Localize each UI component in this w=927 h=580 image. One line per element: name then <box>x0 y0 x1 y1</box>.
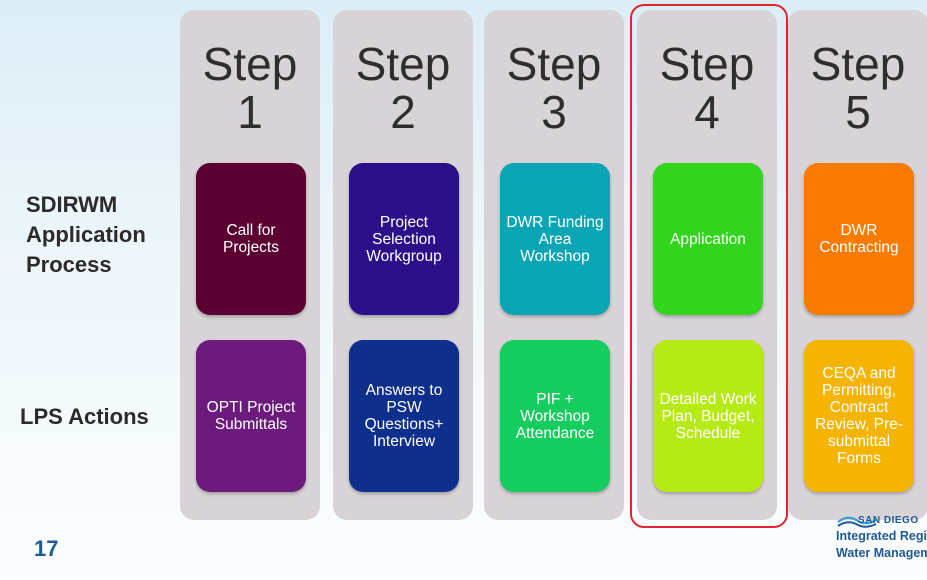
step-2-action-box: Answers to PSW Questions+ Interview <box>349 340 459 492</box>
box-label: Application <box>670 230 746 248</box>
box-label: Call for Projects <box>223 222 279 256</box>
logo-line-2: Water Management <box>836 546 927 560</box>
box-label: Project Selection Workgroup <box>366 213 442 265</box>
step-3-column: Step 3 DWR Funding Area Workshop PIF + W… <box>484 10 624 520</box>
step-word: Step <box>202 38 298 90</box>
step-number: 2 <box>390 86 416 138</box>
row-label-application-process: SDIRWM Application Process <box>26 192 146 277</box>
step-word: Step <box>506 38 602 90</box>
step-word: Step <box>355 38 451 90</box>
step-4-title: Step 4 <box>637 40 777 136</box>
box-label: Detailed Work Plan, Budget, Schedule <box>659 390 757 442</box>
step-2-process-box: Project Selection Workgroup <box>349 163 459 315</box>
box-label: DWR Contracting <box>819 222 899 256</box>
box-label: PIF + Workshop Attendance <box>515 390 595 442</box>
step-2-column: Step 2 Project Selection Workgroup Answe… <box>333 10 473 520</box>
step-4-column: Step 4 Application Detailed Work Plan, B… <box>637 10 777 520</box>
step-5-process-box: DWR Contracting <box>804 163 914 315</box>
box-label: OPTI Project Submittals <box>206 399 296 433</box>
step-4-process-box: Application <box>653 163 763 315</box>
step-5-action-box: CEQA and Permitting, Contract Review, Pr… <box>804 340 914 492</box>
step-3-action-box: PIF + Workshop Attendance <box>500 340 610 492</box>
box-label: Answers to PSW Questions+ Interview <box>364 382 444 450</box>
step-number: 3 <box>541 86 567 138</box>
logo-line-1: Integrated Regional <box>836 529 927 543</box>
box-label: DWR Funding Area Workshop <box>506 213 604 265</box>
step-number: 4 <box>694 86 720 138</box>
step-number: 5 <box>845 86 871 138</box>
irwm-logo: SAN DIEGO Integrated Regional Water Mana… <box>836 512 927 574</box>
logo-city: SAN DIEGO <box>858 515 919 526</box>
step-1-process-box: Call for Projects <box>196 163 306 315</box>
step-3-process-box: DWR Funding Area Workshop <box>500 163 610 315</box>
step-5-column: Step 5 DWR Contracting CEQA and Permitti… <box>788 10 927 520</box>
step-1-title: Step 1 <box>180 40 320 136</box>
row-label-lps-actions: LPS Actions <box>20 404 149 429</box>
step-1-column: Step 1 Call for Projects OPTI Project Su… <box>180 10 320 520</box>
step-number: 1 <box>237 86 263 138</box>
page-number: 17 <box>34 536 59 561</box>
step-word: Step <box>659 38 755 90</box>
step-word: Step <box>810 38 906 90</box>
step-5-title: Step 5 <box>788 40 927 136</box>
step-3-title: Step 3 <box>484 40 624 136</box>
water-wave-icon <box>837 516 877 528</box>
step-1-action-box: OPTI Project Submittals <box>196 340 306 492</box>
step-4-action-box: Detailed Work Plan, Budget, Schedule <box>653 340 763 492</box>
box-label: CEQA and Permitting, Contract Review, Pr… <box>815 365 903 467</box>
step-2-title: Step 2 <box>333 40 473 136</box>
